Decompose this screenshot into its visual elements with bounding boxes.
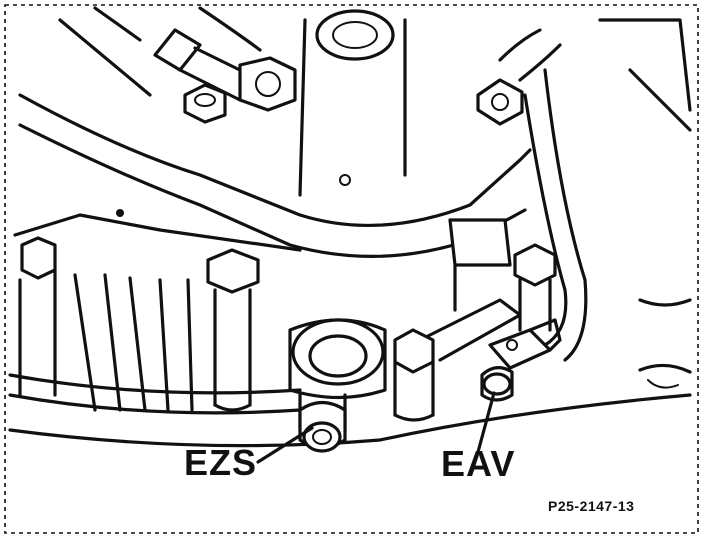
eav-valve	[480, 318, 562, 402]
ezs-label: EZS	[184, 442, 258, 483]
tall-bolt	[206, 248, 260, 412]
right-tube	[476, 18, 692, 389]
figure-reference: P25-2147-13	[548, 498, 635, 514]
frame-border	[4, 4, 699, 534]
upper-housing	[18, 6, 532, 258]
upper-fitting	[153, 28, 297, 124]
eav-leader-line	[476, 391, 496, 454]
eav-bracket	[393, 218, 557, 422]
central-boss	[288, 318, 387, 400]
eav-label: EAV	[441, 443, 516, 484]
ezs-plug	[298, 393, 347, 453]
ezs-leader-line	[256, 426, 314, 464]
upper-cylinder	[298, 9, 407, 197]
lower-housing	[8, 209, 692, 448]
